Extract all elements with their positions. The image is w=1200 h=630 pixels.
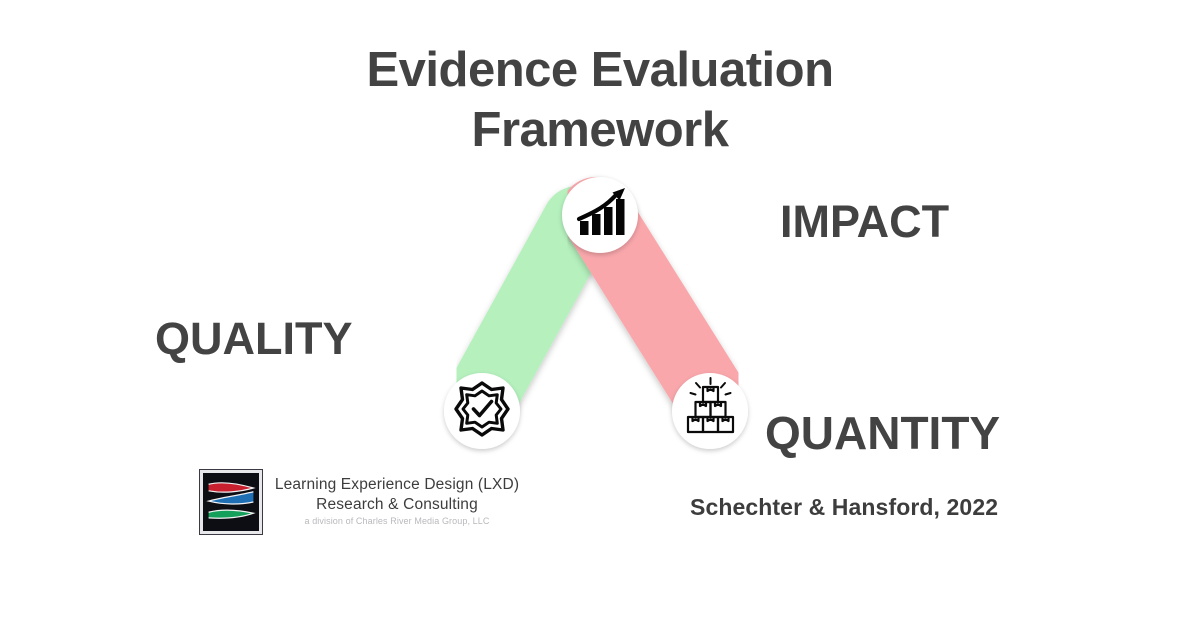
label-quality: QUALITY bbox=[155, 313, 353, 364]
page-title-line-1: Evidence Evaluation bbox=[366, 43, 834, 97]
logo-mark-icon bbox=[199, 469, 263, 535]
quality-badge bbox=[444, 373, 520, 449]
logo-line-3: a division of Charles River Media Group,… bbox=[304, 516, 490, 526]
label-impact: IMPACT bbox=[780, 196, 950, 247]
quality-badge-check-icon bbox=[454, 381, 510, 437]
logo-line-2: Research & Consulting bbox=[316, 496, 478, 513]
evidence-triangle-diagram bbox=[420, 155, 790, 475]
quantity-badge bbox=[672, 373, 748, 449]
page-title-line-2: Framework bbox=[471, 103, 729, 157]
growth-chart-icon bbox=[576, 188, 625, 235]
organization-logo: Learning Experience Design (LXD) Researc… bbox=[199, 469, 520, 538]
growth-chart-badge bbox=[562, 177, 638, 253]
stacked-boxes-icon bbox=[686, 377, 735, 434]
logo-line-1: Learning Experience Design (LXD) bbox=[274, 476, 520, 493]
citation: Schechter & Hansford, 2022 bbox=[690, 494, 999, 520]
triangle-side-quality bbox=[445, 186, 614, 434]
page-title: Evidence Evaluation Framework bbox=[0, 40, 1200, 160]
logo-wordmark: Learning Experience Design (LXD) Researc… bbox=[274, 470, 520, 528]
label-quantity: QUANTITY bbox=[765, 407, 1001, 459]
